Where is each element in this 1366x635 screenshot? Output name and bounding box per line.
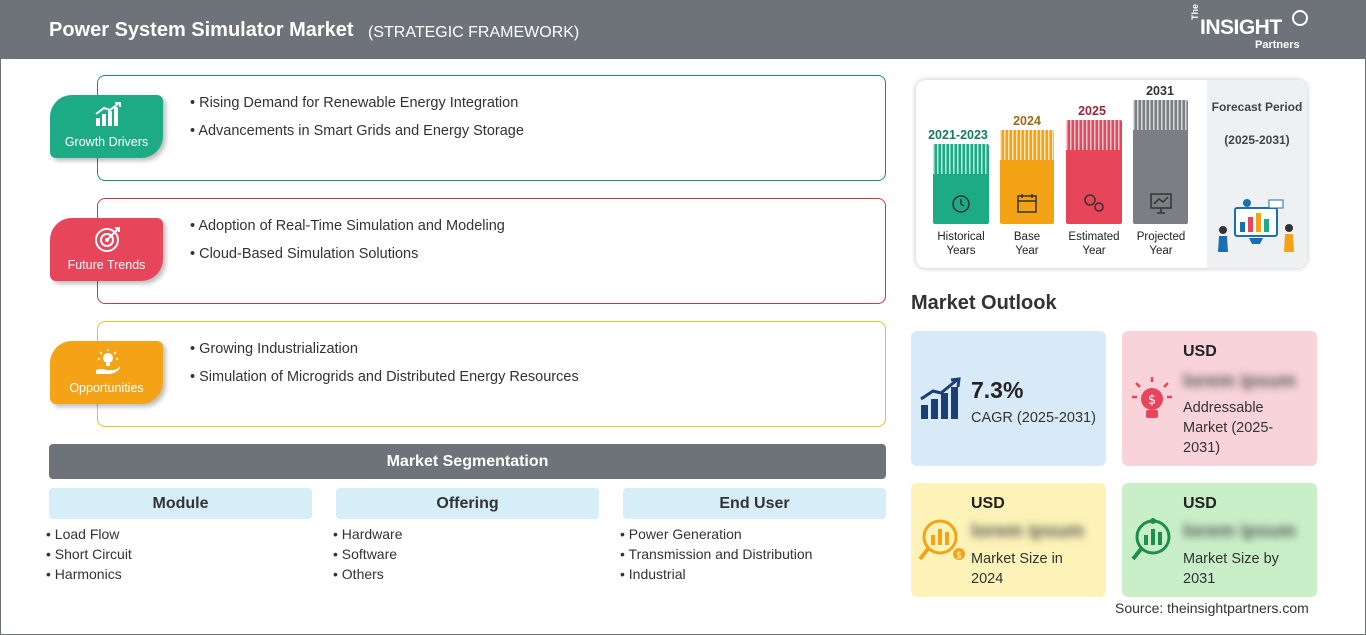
growth-drivers-panel: Rising Demand for Renewable Energy Integ… <box>97 75 886 181</box>
size2031-label: Market Size by 2031 <box>1183 551 1279 587</box>
history-icon <box>952 195 970 213</box>
insight-partners-logo[interactable]: The INSIGHT Partners <box>1190 4 1310 52</box>
size2024-label: Market Size in 2024 <box>971 551 1063 587</box>
opportunities-list: Growing Industrialization Simulation of … <box>190 341 579 397</box>
timeline-bar-projected <box>1133 100 1188 224</box>
addressable-market-card: $ USD lorem ipsum Addressable Market (20… <box>1122 331 1317 466</box>
logo-partners: Partners <box>1255 39 1300 51</box>
forecast-period-panel: Forecast Period (2025-2031) <box>1207 80 1307 268</box>
growth-chart-icon <box>95 102 121 126</box>
timeline-year-base: 2024 <box>1013 114 1041 128</box>
size2031-value: lorem ipsum <box>1183 521 1296 542</box>
segment-header-end-user: End User <box>623 488 886 519</box>
page-subtitle: (STRATEGIC FRAMEWORK) <box>368 24 580 41</box>
list-item: Power Generation <box>620 526 812 542</box>
future-trends-tag: Future Trends <box>50 218 163 281</box>
forecast-title: Forecast Period <box>1211 100 1303 114</box>
tag-label: Opportunities <box>69 381 144 395</box>
tag-label: Growth Drivers <box>64 135 149 149</box>
list-item: Cloud-Based Simulation Solutions <box>190 246 505 262</box>
market-size-2024-card: $ USD lorem ipsum Market Size in 2024 <box>911 483 1106 597</box>
future-trends-list: Adoption of Real-Time Simulation and Mod… <box>190 218 505 274</box>
presentation-board-icon <box>1150 193 1172 214</box>
header-bar: Power System Simulator Market (STRATEGIC… <box>0 0 1366 59</box>
cagr-card: 7.3% CAGR (2025-2031) <box>911 331 1106 466</box>
list-item: Others <box>333 566 403 582</box>
opportunities-tag: Opportunities <box>50 341 163 404</box>
timeline-caption-projected: Projected Year <box>1126 230 1196 258</box>
timeline-year-projected: 2031 <box>1146 84 1174 98</box>
svg-text:$: $ <box>1148 393 1156 408</box>
caption-line: Base <box>1013 231 1041 243</box>
chart-magnifier-icon: $ <box>918 519 965 561</box>
list-item: Advancements in Smart Grids and Energy S… <box>190 123 524 139</box>
timeline-card: 2021-2023 Historical Years 2024 Base Yea… <box>916 80 1307 268</box>
segment-header-offering: Offering <box>336 488 599 519</box>
segmentation-title: Market Segmentation <box>49 444 886 479</box>
opportunities-panel: Growing Industrialization Simulation of … <box>97 321 886 427</box>
list-item: Harmonics <box>46 566 132 582</box>
timeline-bar-base <box>1000 130 1054 224</box>
chart-magnifier-green-icon <box>1131 518 1171 561</box>
addressable-label: Addressable Market (2025-2031) <box>1183 400 1274 456</box>
list-item: Adoption of Real-Time Simulation and Mod… <box>190 218 505 234</box>
forecast-range: (2025-2031) <box>1224 133 1290 147</box>
addressable-value: lorem ipsum <box>1183 371 1296 392</box>
market-outlook-title: Market Outlook <box>911 292 1057 314</box>
caption-line: Year <box>1015 245 1039 257</box>
caption-line: Years <box>946 245 976 257</box>
logo-the: The <box>1190 3 1200 20</box>
market-size-2031-card: USD lorem ipsum Market Size by 2031 <box>1122 483 1317 597</box>
offering-list: Hardware Software Others <box>333 526 403 586</box>
list-item: Simulation of Microgrids and Distributed… <box>190 369 579 385</box>
caption-line: Projected <box>1136 231 1186 243</box>
page-title: Power System Simulator Market <box>49 19 354 41</box>
size2024-usd: USD <box>971 495 1005 512</box>
logo-brand: INSIGHT <box>1200 16 1282 39</box>
cagr-label: CAGR (2025-2031) <box>971 410 1096 426</box>
list-item: Transmission and Distribution <box>620 546 813 562</box>
size2024-value: lorem ipsum <box>971 521 1084 542</box>
logo-ring-icon <box>1292 10 1308 26</box>
future-trends-panel: Adoption of Real-Time Simulation and Mod… <box>97 198 886 304</box>
caption-line: Year <box>1149 245 1173 257</box>
lightbulb-hand-icon <box>96 349 120 374</box>
timeline-caption-base: Base Year <box>992 230 1062 258</box>
timeline-year-historical: 2021-2023 <box>928 128 988 142</box>
list-item: Software <box>333 546 403 562</box>
tag-label: Future Trends <box>67 258 146 272</box>
timeline-caption-historical: Historical Years <box>926 230 996 258</box>
end-user-list: Power Generation Transmission and Distri… <box>620 526 813 586</box>
growth-drivers-tag: Growth Drivers <box>50 95 163 158</box>
analytics-people-icon <box>1218 199 1294 252</box>
timeline-bar-historical <box>933 144 989 224</box>
cagr-value: 7.3% <box>971 377 1024 403</box>
target-icon <box>95 227 120 252</box>
list-item: Growing Industrialization <box>190 341 579 357</box>
list-item: Hardware <box>333 526 403 542</box>
list-item: Short Circuit <box>46 546 132 562</box>
timeline-caption-estimated: Estimated Year <box>1059 230 1129 258</box>
list-item: Load Flow <box>46 526 132 542</box>
growth-drivers-list: Rising Demand for Renewable Energy Integ… <box>190 95 524 151</box>
timeline-year-estimated: 2025 <box>1078 104 1106 118</box>
estimate-gears-icon <box>1084 194 1104 212</box>
lightbulb-dollar-icon: $ <box>1132 377 1172 418</box>
timeline-bar-estimated <box>1066 120 1122 224</box>
caption-line: Historical <box>937 231 985 243</box>
addressable-usd: USD <box>1183 343 1217 360</box>
module-list: Load Flow Short Circuit Harmonics <box>46 526 132 586</box>
source-text[interactable]: Source: theinsightpartners.com <box>1115 600 1309 616</box>
calendar-icon <box>1017 194 1037 213</box>
growth-bars-icon <box>920 377 961 419</box>
caption-line: Estimated <box>1068 231 1120 243</box>
svg-text:$: $ <box>956 551 962 561</box>
size2031-usd: USD <box>1183 495 1217 512</box>
segment-header-module: Module <box>49 488 312 519</box>
list-item: Rising Demand for Renewable Energy Integ… <box>190 95 524 111</box>
list-item: Industrial <box>620 566 812 582</box>
caption-line: Year <box>1082 245 1106 257</box>
